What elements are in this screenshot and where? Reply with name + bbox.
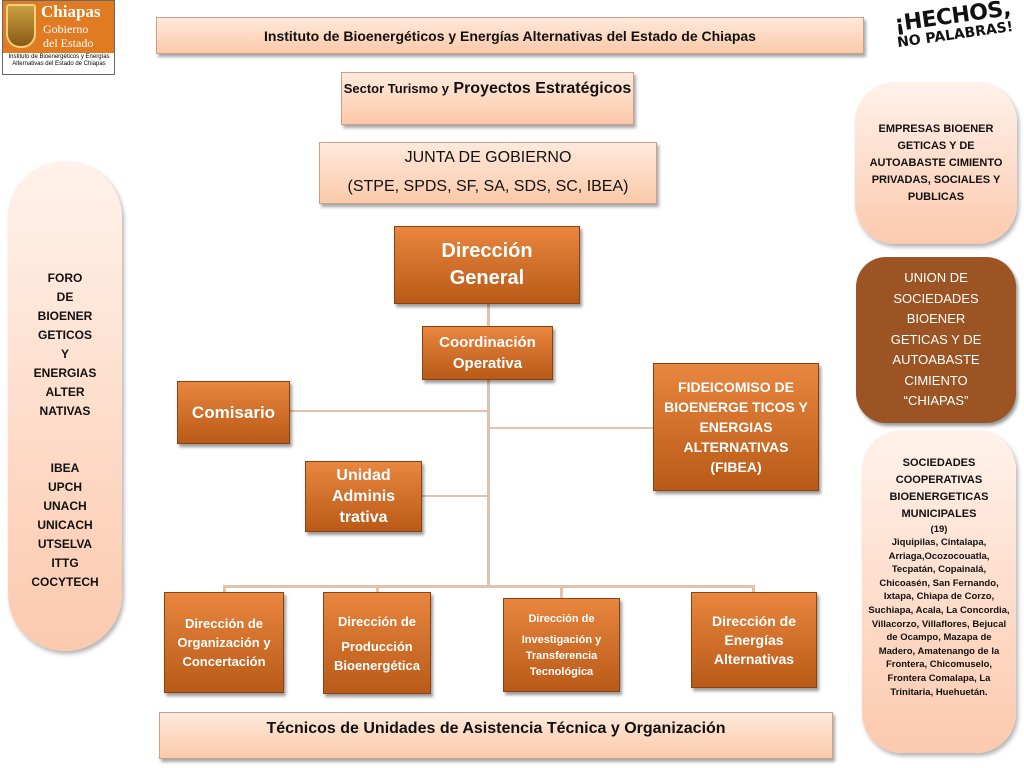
connector-fideicomiso [489, 427, 654, 429]
sector-box: Sector Turismo y Proyectos Estratégicos [341, 72, 634, 125]
direccion-investigacion-label-2: Investigación y Transferencia Tecnológic… [521, 633, 602, 678]
institution-item: IBEA [50, 461, 80, 475]
foro-line: Y [60, 347, 69, 361]
foro-line: DE [56, 290, 74, 304]
sector-big-label: Proyectos Estratégicos [453, 80, 632, 97]
footer-title: Técnicos de Unidades de Asistencia Técni… [266, 720, 726, 737]
fideicomiso-box: FIDEICOMISO DE BIOENERGE TICOS Y ENERGIA… [653, 363, 819, 491]
direccion-produccion-box: Dirección de Producción Bioenergética [323, 592, 431, 694]
connector-drop-1 [223, 585, 226, 593]
junta-members: (STPE, SPDS, SF, SA, SDS, SC, IBEA) [347, 178, 629, 195]
sociedades-list: Jiquipilas, Cintalapa, Arriaga,Ocozocoua… [868, 537, 1010, 698]
institutions-list: IBEA UPCH UNACH UNICACH UTSELVA ITTG COC… [8, 459, 122, 592]
logo-banner: Chiapas Gobierno del Estado [3, 1, 114, 53]
connector-vertical-main [487, 304, 490, 588]
foro-line: BIOENER [37, 309, 93, 323]
coordinacion-label: Coordinación Operativa [439, 334, 536, 372]
sociedades-title: SOCIEDADES COOPERATIVAS BIOENERGETICAS M… [889, 457, 989, 520]
connector-drop-3 [560, 585, 563, 598]
institution-item: ITTG [51, 556, 79, 570]
foro-line: NATIVAS [39, 404, 91, 418]
connector-unidad [422, 495, 488, 497]
footer-box: Técnicos de Unidades de Asistencia Técni… [159, 712, 833, 759]
comisario-box: Comisario [177, 381, 290, 444]
header-title-box: Instituto de Bioenergéticos y Energías A… [156, 17, 864, 54]
logo-line2: del Estado [43, 36, 94, 50]
connector-comisario [290, 410, 488, 412]
logo-title: Chiapas [41, 2, 101, 21]
foro-line: FORO [47, 271, 83, 285]
foro-line: GETICOS [37, 328, 92, 342]
union-label: UNION DE SOCIEDADES BIOENER GETICAS Y DE… [890, 270, 982, 409]
sociedades-count: (19) [930, 524, 948, 535]
institution-item: UPCH [47, 480, 82, 494]
chiapas-logo: Chiapas Gobierno del Estado Instituto de… [2, 0, 115, 75]
union-panel: UNION DE SOCIEDADES BIOENER GETICAS Y DE… [856, 257, 1016, 423]
foro-line: ENERGIAS [33, 366, 97, 380]
unidad-administrativa-label: Unidad Adminis trativa [331, 467, 396, 526]
unidad-administrativa-box: Unidad Adminis trativa [305, 461, 422, 532]
direccion-energias-label: Dirección de Energías Alternativas [711, 612, 797, 667]
coat-of-arms-icon [6, 4, 36, 48]
slogan: ¡HECHOS, NO PALABRAS! [892, 0, 1017, 72]
left-foro-panel: FORO DE BIOENER GETICOS Y ENERGIAS ALTER… [8, 161, 122, 651]
direccion-organizacion-label: Dirección de Organización y Concertación [177, 616, 271, 669]
junta-title: JUNTA DE GOBIERNO [404, 149, 572, 166]
sociedades-panel: SOCIEDADES COOPERATIVAS BIOENERGETICAS M… [862, 430, 1016, 753]
direccion-investigacion-box: Dirección de Investigación y Transferenc… [503, 598, 620, 692]
logo-caption: Instituto de Bioenergéticos y Energías A… [8, 54, 110, 67]
empresas-panel: EMPRESAS BIOENER GETICAS Y DE AUTOABASTE… [855, 82, 1017, 244]
connector-drop-4 [752, 585, 755, 593]
direccion-investigacion-label-1: Dirección de [528, 612, 595, 625]
connector-drop-2 [376, 585, 379, 593]
institution-item: UNACH [43, 499, 87, 513]
foro-line: ALTER [45, 385, 85, 399]
direccion-general-box: Dirección General [394, 226, 580, 304]
institution-item: COCYTECH [31, 575, 99, 589]
foro-list: FORO DE BIOENER GETICOS Y ENERGIAS ALTER… [8, 269, 122, 421]
direccion-organizacion-box: Dirección de Organización y Concertación [164, 592, 284, 693]
header-title: Instituto de Bioenergéticos y Energías A… [264, 27, 756, 44]
direccion-general-label: Dirección General [441, 240, 533, 289]
direccion-energias-box: Dirección de Energías Alternativas [691, 592, 817, 688]
comisario-label: Comisario [191, 402, 276, 422]
institution-item: UTSELVA [37, 537, 93, 551]
connector-bottom-horizontal [223, 585, 755, 588]
logo-line1: Gobierno [43, 22, 89, 36]
direccion-produccion-label-2: Producción Bioenergética [334, 638, 420, 673]
fideicomiso-label: FIDEICOMISO DE BIOENERGE TICOS Y ENERGIA… [664, 379, 808, 475]
junta-box: JUNTA DE GOBIERNO (STPE, SPDS, SF, SA, S… [319, 142, 657, 204]
empresas-label: EMPRESAS BIOENER GETICAS Y DE AUTOABASTE… [869, 122, 1003, 203]
institution-item: UNICACH [37, 518, 93, 532]
coordinacion-box: Coordinación Operativa [422, 326, 553, 380]
sector-small-label: Sector Turismo y [343, 81, 449, 96]
direccion-produccion-label-1: Dirección de [337, 613, 417, 629]
